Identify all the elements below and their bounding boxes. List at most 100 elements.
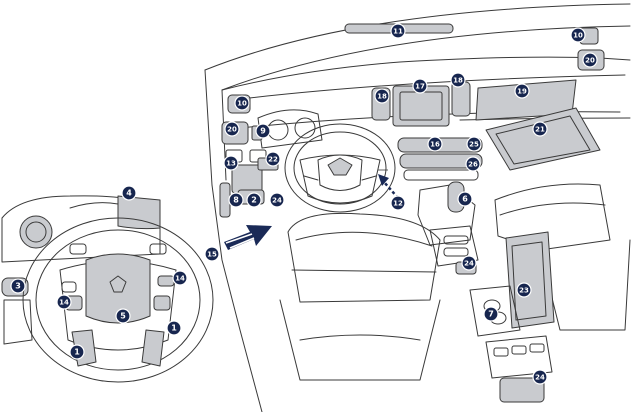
door-edge [211,184,263,413]
callout-label: 20 [585,57,595,65]
callout-circle [224,121,240,137]
callout-label: 24 [464,260,474,268]
a-pillar [204,69,213,186]
callout-label: 25 [469,141,479,149]
callout-circle [427,136,443,152]
callout-5: 5 [115,308,131,324]
callout-label: 14 [175,275,185,283]
callout-10: 10 [234,95,250,111]
callout-16: 16 [427,136,443,152]
callout-circle [483,306,499,322]
callout-12: 12 [390,195,406,211]
callout-circle [204,246,220,262]
callout-label: 7 [488,310,494,319]
callout-24: 24 [269,192,285,208]
callout-22: 22 [265,151,281,167]
callout-11: 11 [390,23,406,39]
callout-circle [255,123,271,139]
callout-circle [390,195,406,211]
callout-label: 6 [462,195,468,204]
callout-circle [466,136,482,152]
callout-6: 6 [457,191,473,207]
callout-label: 8 [233,196,239,205]
callout-26: 26 [465,156,481,172]
callout-circle [223,155,239,171]
callout-circle [532,369,548,385]
callout-circle [570,27,586,43]
callout-label: 23 [519,287,529,295]
callout-14: 14 [172,270,188,286]
callout-label: 3 [15,282,21,291]
callout-label: 19 [517,88,527,96]
callout-circle [10,278,26,294]
callout-1: 1 [166,320,182,336]
callout-circle [412,78,428,94]
callout-4: 4 [121,185,137,201]
callout-circle [450,72,466,88]
callout-label: 20 [227,126,237,134]
callout-25: 25 [466,136,482,152]
callout-label: 2 [251,196,257,205]
callout-label: 11 [393,28,403,36]
callout-circle [172,270,188,286]
callout-3: 3 [10,278,26,294]
callout-21: 21 [532,121,548,137]
callout-label: 16 [430,141,440,149]
callout-label: 13 [226,160,236,168]
callout-label: 1 [74,348,80,357]
callout-circle [374,88,390,104]
callout-circle [532,121,548,137]
callout-circle [265,151,281,167]
callout-18: 18 [374,88,390,104]
callout-label: 17 [415,83,425,91]
callout-8: 8 [228,192,244,208]
callout-24: 24 [532,369,548,385]
callout-20: 20 [582,52,598,68]
callout-15: 15 [204,246,220,262]
callout-circle [228,192,244,208]
callout-circle [457,191,473,207]
callout-circle [465,156,481,172]
callout-9: 9 [255,123,271,139]
callout-label: 24 [535,374,545,382]
callout-circle [516,282,532,298]
steering-column-arrow [383,181,399,199]
callout-circle [246,192,262,208]
callout-24: 24 [461,255,477,271]
callout-markers: 1123456789101011121314141516171818192020… [10,23,598,385]
inset-arrow [224,225,272,250]
callout-circle [121,185,137,201]
callout-label: 5 [120,312,126,321]
windshield-edge [204,3,631,71]
callout-label: 24 [272,197,282,205]
callout-23: 23 [516,282,532,298]
callout-20: 20 [224,121,240,137]
callout-circle [461,255,477,271]
callout-label: 4 [126,189,132,198]
windshield-inner [221,25,631,91]
callout-label: 10 [237,100,247,108]
callout-circle [582,52,598,68]
callout-2: 2 [246,192,262,208]
callout-7: 7 [483,306,499,322]
callout-19: 19 [514,83,530,99]
callout-13: 13 [223,155,239,171]
callout-10: 10 [570,27,586,43]
callout-label: 21 [535,126,545,134]
callout-label: 22 [268,156,278,164]
callout-label: 1 [171,324,177,333]
callout-circle [390,23,406,39]
callout-label: 15 [207,251,217,259]
callout-circle [69,344,85,360]
callout-18: 18 [450,72,466,88]
callout-label: 26 [468,161,478,169]
callout-label: 14 [59,299,69,307]
dashboard-top [221,56,631,91]
callout-label: 12 [393,200,403,208]
callout-label: 10 [573,32,583,40]
callout-label: 9 [260,127,266,136]
callout-circle [115,308,131,324]
callout-circle [514,83,530,99]
callout-circle [166,320,182,336]
